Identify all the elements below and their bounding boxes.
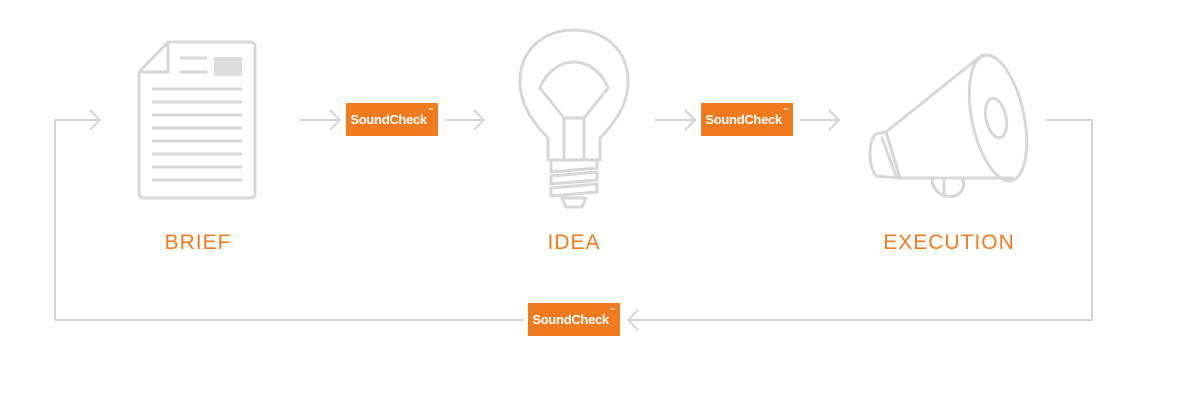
soundcheck-badge-text: SoundCheck bbox=[705, 112, 782, 127]
arrowhead-into-brief bbox=[89, 109, 102, 131]
trademark-mark: ™ bbox=[782, 108, 789, 114]
soundcheck-badge-1: SoundCheck™ bbox=[346, 103, 438, 136]
arrowhead-badge-1 bbox=[329, 109, 342, 131]
arrowhead-badge-2 bbox=[684, 109, 697, 131]
megaphone-icon bbox=[868, 53, 1029, 198]
flow-lines bbox=[54, 109, 1093, 331]
stage-label-execution: EXECUTION bbox=[883, 231, 1015, 254]
soundcheck-badge-3: SoundCheck™ bbox=[528, 303, 620, 336]
arrowhead-badge-3 bbox=[626, 309, 639, 331]
document-icon bbox=[137, 40, 257, 200]
return-line-right bbox=[628, 119, 1093, 321]
lightbulb-icon bbox=[518, 28, 630, 209]
trademark-mark: ™ bbox=[609, 308, 616, 314]
trademark-mark: ™ bbox=[427, 108, 434, 114]
return-line-left bbox=[54, 119, 100, 320]
soundcheck-badge-text: SoundCheck bbox=[350, 112, 427, 127]
stage-label-brief: BRIEF bbox=[164, 231, 232, 254]
arrowhead-idea bbox=[473, 109, 486, 131]
soundcheck-badge-2: SoundCheck™ bbox=[701, 103, 793, 136]
stage-label-idea: IDEA bbox=[547, 231, 601, 254]
soundcheck-badge-text: SoundCheck bbox=[532, 312, 609, 327]
arrowhead-execution bbox=[828, 109, 841, 131]
